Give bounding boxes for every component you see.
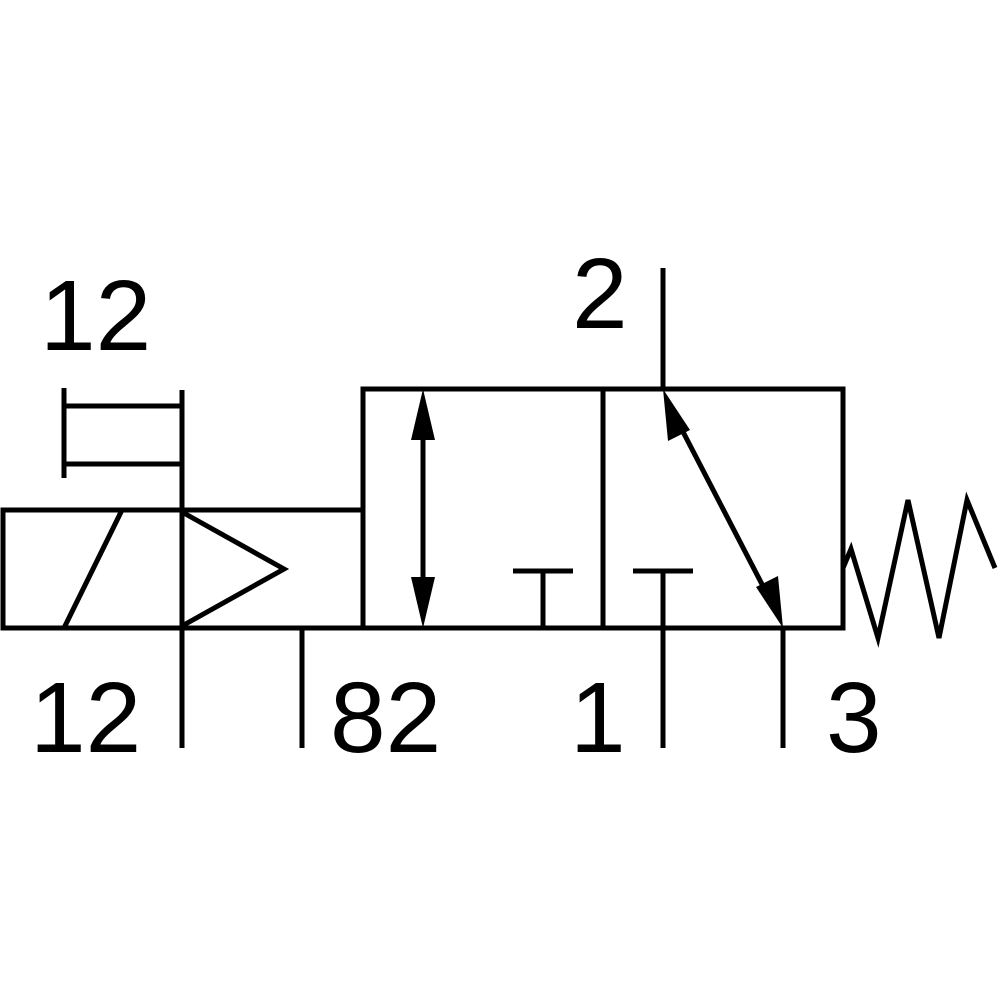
blocked-port-symbol: [513, 568, 573, 628]
arrowhead-down: [756, 576, 783, 628]
pilot-triangle-icon: [180, 509, 290, 629]
manual-override-label: 12: [40, 260, 151, 372]
left-position-flow: [411, 389, 573, 628]
solenoid-port-label: 12: [30, 662, 141, 774]
right-position-flow: [633, 389, 783, 628]
valve-body: [360, 386, 846, 631]
working-port-label: 2: [572, 238, 628, 350]
arrowhead-down: [411, 577, 435, 628]
manual-override-icon: [61, 388, 182, 478]
arrowhead-up: [663, 389, 690, 441]
solenoid-icon: [61, 508, 125, 630]
spring-return-icon: [840, 491, 998, 648]
arrowhead-up: [411, 389, 435, 440]
blocked-port-symbol: [633, 568, 693, 628]
supply-port-label: 1: [570, 662, 626, 774]
pilot-exhaust-port-label: 82: [330, 662, 441, 774]
exhaust-port-label: 3: [826, 662, 882, 774]
